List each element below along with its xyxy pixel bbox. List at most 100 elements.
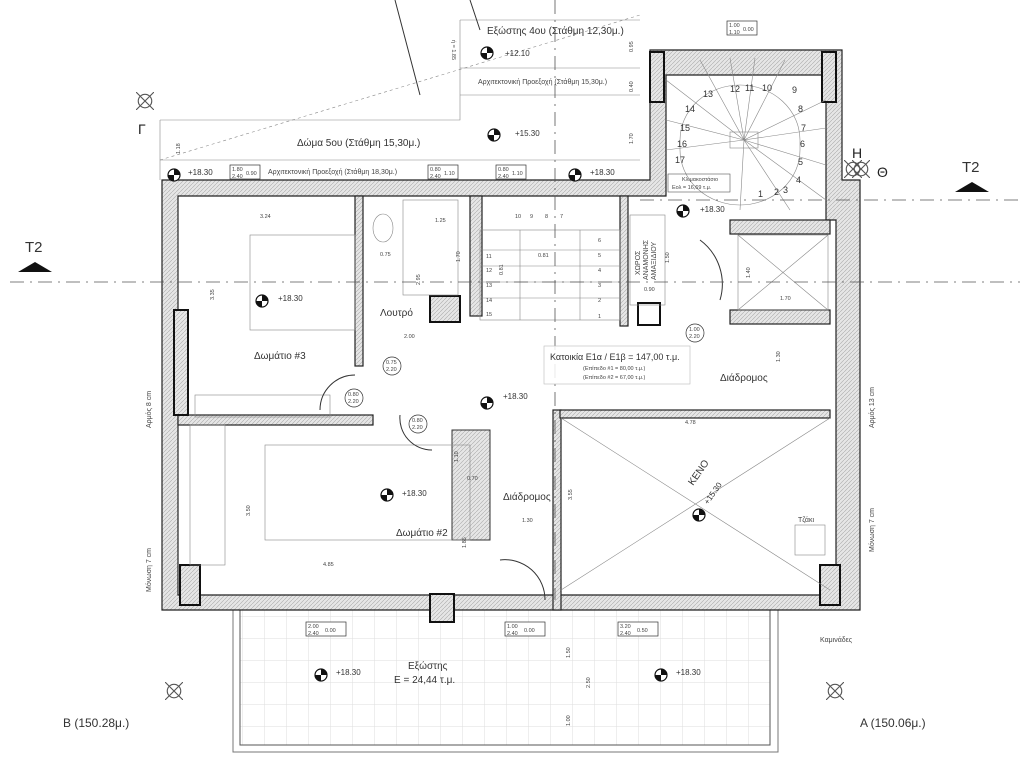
svg-text:2.40: 2.40 [498, 174, 509, 180]
grid-label-theta: Θ [877, 164, 888, 180]
insulation-label: Μόνωση 7 cm [868, 508, 876, 552]
walls [161, 49, 861, 623]
roof-5th-label: Δώμα 5ου (Στάθμη 15,30μ.) [297, 137, 420, 149]
svg-text:2.20: 2.20 [412, 425, 423, 431]
stair-step-number: 12 [486, 268, 492, 274]
stair-step-number: 5 [798, 157, 803, 167]
grid-marker-icon [826, 682, 844, 700]
stair-step-number: 3 [598, 283, 601, 289]
arch-projection-18-label: Αρχιτεκτονική Προεξοχή (Στάθμη 18,30μ.) [268, 168, 397, 176]
dimension-label: 1.10 [454, 451, 460, 462]
dimension-label: 1.30 [776, 351, 782, 362]
stair-step-number: 1 [758, 189, 763, 199]
level-label: +15.30 [702, 480, 724, 506]
svg-text:1.00: 1.00 [729, 23, 740, 29]
stair-step-number: 9 [530, 214, 533, 220]
level-label: +18.30 [278, 294, 303, 303]
door-tag: 0.802.20 [408, 414, 428, 434]
dimension-label: 1.85 [462, 537, 468, 548]
joint-label: Αρμός 8 cm [145, 391, 153, 428]
arch-projection-15-label: Αρχιτεκτονική Προεξοχή (Στάθμη 15,30μ.) [478, 78, 607, 86]
door-tag: 1.002.20 [685, 323, 705, 343]
stair-step-number: 2 [598, 298, 601, 304]
grid-marker-icon [165, 682, 183, 700]
section-label-left: T2 [25, 239, 43, 256]
dimension-label: 3.55 [568, 489, 574, 500]
stair-step-number: 15 [680, 123, 690, 133]
dimension-label: 3.24 [260, 214, 271, 220]
stairwell-area: Εολ = 16,69 τ.μ. [672, 185, 712, 191]
section-arrow-right-icon [955, 182, 989, 192]
dimension-label: 0.81 [538, 253, 549, 259]
svg-text:2.40: 2.40 [430, 174, 441, 180]
svg-text:1.10: 1.10 [729, 30, 740, 36]
dimension-label: 2.00 [404, 334, 415, 340]
stair-step-number: 10 [515, 214, 521, 220]
corridor-label: Διάδρομος [720, 372, 768, 384]
svg-text:0.90: 0.90 [246, 171, 257, 177]
stair-step-number: 1 [598, 314, 601, 320]
stair-step-number: 16 [677, 139, 687, 149]
dimension-label: 1.50 [566, 647, 572, 658]
level-label: +15.30 [515, 129, 540, 138]
svg-text:3.20: 3.20 [620, 624, 631, 630]
terrace-label: Εξώστης [408, 660, 448, 672]
dimension-label: 2.50 [586, 677, 592, 688]
door-tag: 0.802.20 [344, 388, 364, 408]
door-tag: 0.752.20 [382, 356, 402, 376]
stair-step-number: 8 [545, 214, 548, 220]
area-level1: (Επίπεδο #1 = 80,00 τ.μ.) [583, 366, 645, 372]
dimension-label: 0.75 [380, 252, 391, 258]
stair-step-number: 9 [792, 85, 797, 95]
level-label: +18.30 [336, 668, 361, 677]
waiting-space-label: ΑΝΑΜΟΝΗΣ [643, 239, 650, 280]
svg-text:1.10: 1.10 [512, 171, 523, 177]
dimension-label: 1.70 [629, 133, 635, 144]
dimension-label: 4.78 [685, 420, 696, 426]
stair-step-number: 7 [801, 123, 806, 133]
stairwell-label: Κλιμακοστάσιο [682, 176, 718, 183]
dimension-label: 1.18 [176, 143, 182, 154]
level-label: +18.30 [188, 168, 213, 177]
stair-step-number: 13 [486, 283, 492, 289]
waiting-space-label: ΧΩΡΟΣ [635, 250, 642, 275]
stair-step-number: 10 [762, 83, 772, 93]
room2-label: Δωμάτιο #2 [396, 527, 448, 539]
void-label: ΚΕΝΟ [686, 458, 711, 488]
section-label-right: T2 [962, 159, 980, 176]
room3-label: Δωμάτιο #3 [254, 350, 306, 362]
stair-step-number: 4 [796, 175, 801, 185]
svg-text:0.80: 0.80 [498, 167, 509, 173]
bathroom-label: Λουτρό [380, 307, 413, 319]
joint-label: Αρμός 13 cm [868, 387, 876, 428]
stair-step-number: 6 [800, 139, 805, 149]
stair-step-number: 11 [745, 83, 754, 93]
dimension-label: 2.95 [416, 274, 422, 285]
spiral-stair [665, 57, 827, 211]
dimension-label: 1.25 [435, 218, 446, 224]
dimension-label: 1.50 [665, 252, 671, 263]
svg-text:0.80: 0.80 [348, 392, 359, 398]
stair-step-number: 15 [486, 312, 492, 318]
corner-a-label: Α (150.06μ.) [860, 716, 926, 730]
fireplace-label: Τζάκι [798, 516, 814, 524]
svg-text:2.20: 2.20 [689, 334, 700, 340]
balcony-4th-label: Εξώστης 4ου (Στάθμη 12,30μ.) [487, 25, 624, 37]
door-tags: 0.752.20 0.802.20 0.802.20 1.002.20 [344, 323, 705, 434]
dimension-label: 0.70 [467, 476, 478, 482]
area-level2: (Επίπεδο #2 = 67,00 τ.μ.) [583, 375, 645, 381]
grid-label-eta: Η [852, 145, 862, 161]
stair-step-number: 3 [783, 185, 788, 195]
svg-text:0.75: 0.75 [386, 360, 397, 366]
chimneys-label: Καμινάδες [820, 636, 853, 644]
interior-lines [189, 199, 831, 601]
dimension-label: 1.30 [522, 518, 533, 524]
level-label: +12.10 [505, 49, 530, 58]
